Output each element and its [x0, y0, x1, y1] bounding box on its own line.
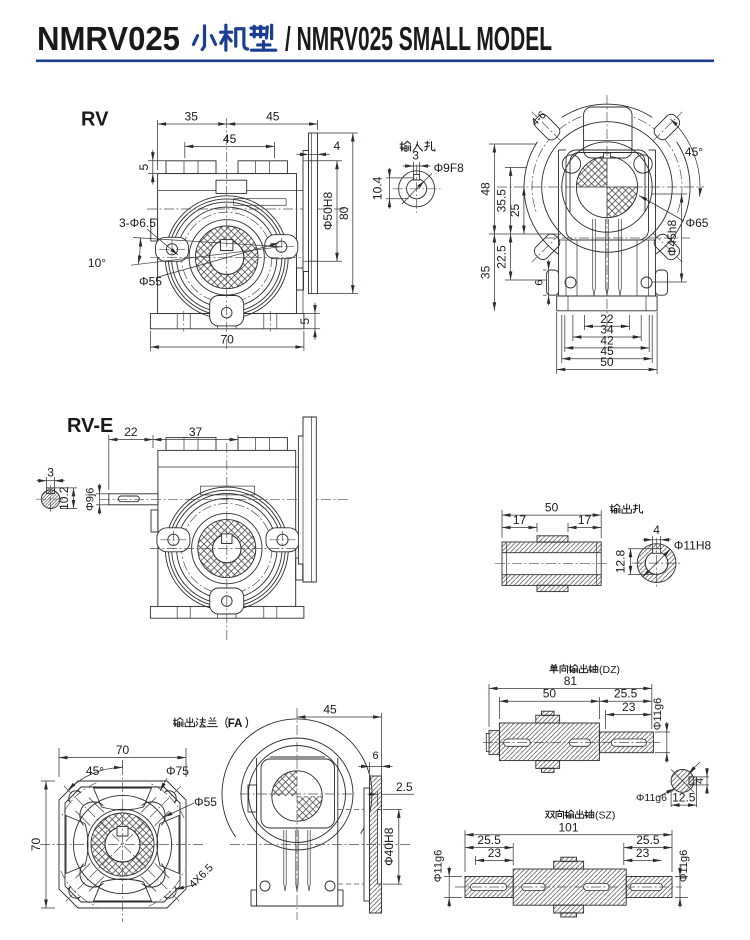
svg-text:23: 23: [488, 846, 502, 860]
svg-text:45°: 45°: [685, 145, 703, 159]
svg-text:(SZ): (SZ): [595, 810, 615, 822]
svg-text:Φ55: Φ55: [139, 275, 162, 289]
svg-text:35: 35: [478, 265, 492, 279]
svg-text:Φ11g6: Φ11g6: [433, 850, 445, 882]
svg-text:45: 45: [600, 344, 614, 358]
svg-text:Φ55: Φ55: [194, 795, 217, 809]
svg-text:RV-E: RV-E: [67, 415, 113, 437]
svg-text:17: 17: [513, 513, 527, 527]
svg-text:34: 34: [600, 323, 614, 337]
svg-text:3: 3: [47, 466, 54, 480]
svg-text:35.5: 35.5: [495, 189, 509, 213]
svg-text:22.5: 22.5: [495, 245, 509, 269]
svg-text:Φ50H8: Φ50H8: [321, 192, 335, 231]
svg-text:23: 23: [622, 700, 636, 714]
svg-text:23: 23: [636, 846, 650, 860]
svg-text:4: 4: [653, 523, 660, 537]
svg-text:4X6.5: 4X6.5: [187, 862, 216, 891]
svg-text:Φ11g6: Φ11g6: [636, 792, 667, 804]
svg-text:(DZ): (DZ): [599, 664, 620, 676]
svg-text:Φ45h8: Φ45h8: [665, 220, 679, 257]
svg-text:4: 4: [694, 778, 706, 784]
svg-text:3: 3: [412, 149, 419, 163]
svg-text:5: 5: [298, 318, 312, 325]
svg-text:25.5: 25.5: [614, 687, 638, 701]
svg-text:22: 22: [600, 312, 614, 326]
svg-text:70: 70: [29, 838, 43, 852]
svg-text:2.5: 2.5: [396, 780, 413, 794]
svg-text:Φ11H8: Φ11H8: [674, 539, 712, 553]
svg-text:10.4: 10.4: [371, 176, 385, 200]
svg-text:25: 25: [508, 204, 522, 218]
svg-text:48: 48: [478, 182, 492, 196]
svg-text:101: 101: [558, 820, 578, 834]
svg-text:81: 81: [564, 674, 578, 688]
svg-text:50: 50: [600, 355, 614, 369]
svg-text:Φ9F8: Φ9F8: [434, 161, 465, 175]
svg-text:Φ40H8: Φ40H8: [382, 827, 396, 866]
svg-text:25.5: 25.5: [477, 833, 501, 847]
svg-text:22: 22: [124, 425, 138, 439]
svg-text:12.8: 12.8: [613, 550, 627, 574]
svg-text:80: 80: [337, 206, 351, 220]
svg-text:10°: 10°: [88, 256, 106, 270]
svg-text:50: 50: [543, 687, 557, 701]
svg-text:10.2: 10.2: [57, 486, 71, 510]
svg-text:Φ65: Φ65: [686, 216, 709, 230]
svg-text:NMRV025: NMRV025: [37, 21, 180, 58]
svg-text:Φ9j6: Φ9j6: [85, 488, 97, 511]
svg-text:6: 6: [534, 280, 546, 286]
svg-text:FA: FA: [228, 718, 243, 730]
svg-text:Φ75: Φ75: [166, 764, 189, 778]
svg-text:4: 4: [333, 139, 340, 153]
svg-text:35: 35: [185, 110, 199, 124]
svg-text:45: 45: [323, 703, 337, 717]
svg-text:70: 70: [116, 743, 130, 757]
svg-text:Φ11g6: Φ11g6: [652, 698, 664, 730]
svg-text:42: 42: [600, 333, 614, 347]
svg-text:Φ11g6: Φ11g6: [678, 850, 690, 882]
svg-text:3-Φ6.5: 3-Φ6.5: [119, 216, 156, 230]
svg-text:17: 17: [578, 513, 592, 527]
svg-text:45: 45: [266, 110, 280, 124]
svg-text:/ NMRV025 SMALL MODEL: / NMRV025 SMALL MODEL: [285, 21, 552, 58]
svg-text:25.5: 25.5: [636, 833, 660, 847]
svg-text:70: 70: [220, 333, 234, 347]
svg-text:RV: RV: [81, 109, 109, 131]
svg-text:45: 45: [223, 132, 237, 146]
svg-text:5: 5: [137, 164, 151, 171]
svg-text:37: 37: [189, 425, 203, 439]
svg-text:12.5: 12.5: [672, 791, 696, 805]
svg-text:50: 50: [545, 501, 559, 515]
svg-text:45°: 45°: [86, 764, 104, 778]
svg-text:6: 6: [372, 750, 378, 762]
